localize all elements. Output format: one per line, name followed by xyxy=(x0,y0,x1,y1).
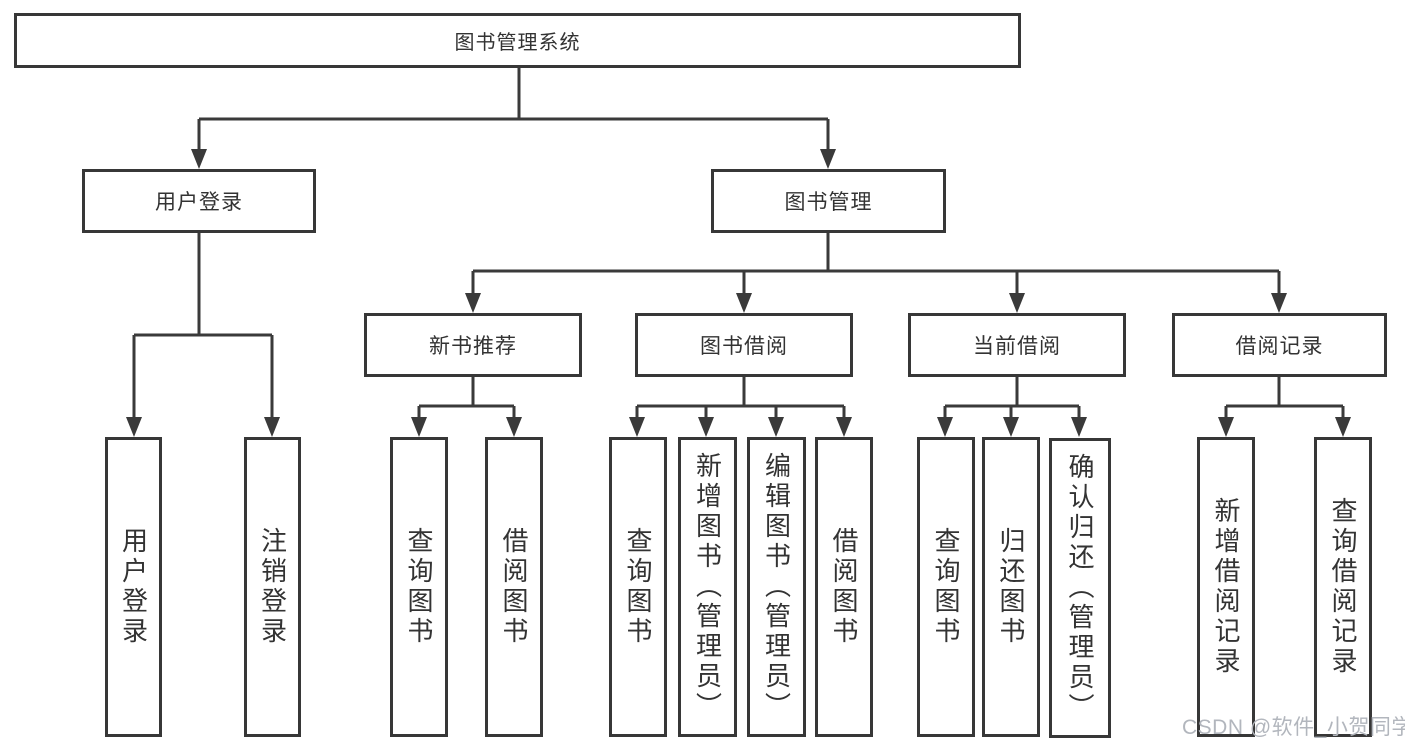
connector-borrow-record-children xyxy=(1218,377,1351,437)
connector-current-borrow-children xyxy=(937,377,1087,437)
leaf-query-borrow-record-label: 查询借阅记录 xyxy=(1328,497,1358,677)
leaf-return-book-label: 归还图书 xyxy=(996,527,1026,647)
connector-book-borrow-children xyxy=(629,377,852,437)
arrowhead-book-management xyxy=(820,149,836,169)
arrowhead-current-borrow xyxy=(1009,293,1025,313)
node-user-login-label: 用户登录 xyxy=(155,191,243,214)
arrowhead-borrow-record xyxy=(1271,293,1287,313)
leaf-query-book-borrow: 查询图书 xyxy=(609,437,667,737)
node-borrow-record: 借阅记录 xyxy=(1172,313,1387,377)
leaf-borrow-book: 借阅图书 xyxy=(815,437,873,737)
connector-root-to-level2 xyxy=(191,68,836,169)
leaf-edit-book-admin-label: 编辑图书（管理员） xyxy=(761,452,792,722)
leaf-edit-book-admin: 编辑图书（管理员） xyxy=(747,437,806,737)
node-current-borrow: 当前借阅 xyxy=(908,313,1126,377)
leaf-return-book: 归还图书 xyxy=(982,437,1040,737)
leaf-borrow-book-label: 借阅图书 xyxy=(829,527,859,647)
node-root-label: 图书管理系统 xyxy=(454,32,581,54)
leaf-add-borrow-record-label: 新增借阅记录 xyxy=(1211,497,1241,677)
leaf-query-book-recommend: 查询图书 xyxy=(390,437,448,737)
arrowhead-new-book xyxy=(465,293,481,313)
leaf-query-borrow-record: 查询借阅记录 xyxy=(1314,437,1372,737)
leaf-query-book-recommend-label: 查询图书 xyxy=(404,527,434,647)
leaf-user-login: 用户登录 xyxy=(105,437,162,737)
node-root: 图书管理系统 xyxy=(14,13,1021,68)
leaf-query-book-current-label: 查询图书 xyxy=(931,527,961,647)
node-new-book-recommend-label: 新书推荐 xyxy=(429,335,517,358)
arrowhead-leaf-logout xyxy=(264,417,280,437)
leaf-query-book-borrow-label: 查询图书 xyxy=(623,527,653,647)
node-book-management-label: 图书管理 xyxy=(784,191,873,214)
node-book-borrow-label: 图书借阅 xyxy=(700,335,788,358)
node-new-book-recommend: 新书推荐 xyxy=(364,313,582,377)
leaf-logout: 注销登录 xyxy=(244,437,301,737)
leaf-logout-label: 注销登录 xyxy=(257,527,288,647)
leaf-query-book-current: 查询图书 xyxy=(917,437,975,737)
node-book-borrow: 图书借阅 xyxy=(635,313,853,377)
arrowhead-user-login xyxy=(191,149,207,169)
csdn-watermark: CSDN @软件_小贺同学 xyxy=(1182,716,1405,739)
leaf-add-book-admin-label: 新增图书（管理员） xyxy=(692,452,723,722)
node-borrow-record-label: 借阅记录 xyxy=(1235,335,1324,358)
leaf-add-borrow-record: 新增借阅记录 xyxy=(1197,437,1255,737)
node-book-management: 图书管理 xyxy=(711,169,946,233)
connector-book-management-children xyxy=(465,233,1287,313)
leaf-borrow-book-recommend: 借阅图书 xyxy=(485,437,543,737)
leaf-confirm-return-admin-label: 确认归还（管理员） xyxy=(1065,453,1095,723)
leaf-borrow-book-recommend-label: 借阅图书 xyxy=(499,527,529,647)
arrowhead-book-borrow xyxy=(736,293,752,313)
connector-user-login-children xyxy=(126,233,280,437)
node-current-borrow-label: 当前借阅 xyxy=(973,335,1061,358)
leaf-confirm-return-admin: 确认归还（管理员） xyxy=(1049,438,1111,738)
connector-new-book-children xyxy=(411,377,522,437)
node-user-login: 用户登录 xyxy=(82,169,316,233)
arrowhead-leaf-user-login xyxy=(126,417,142,437)
leaf-add-book-admin: 新增图书（管理员） xyxy=(678,437,737,737)
leaf-user-login-label: 用户登录 xyxy=(118,527,149,647)
